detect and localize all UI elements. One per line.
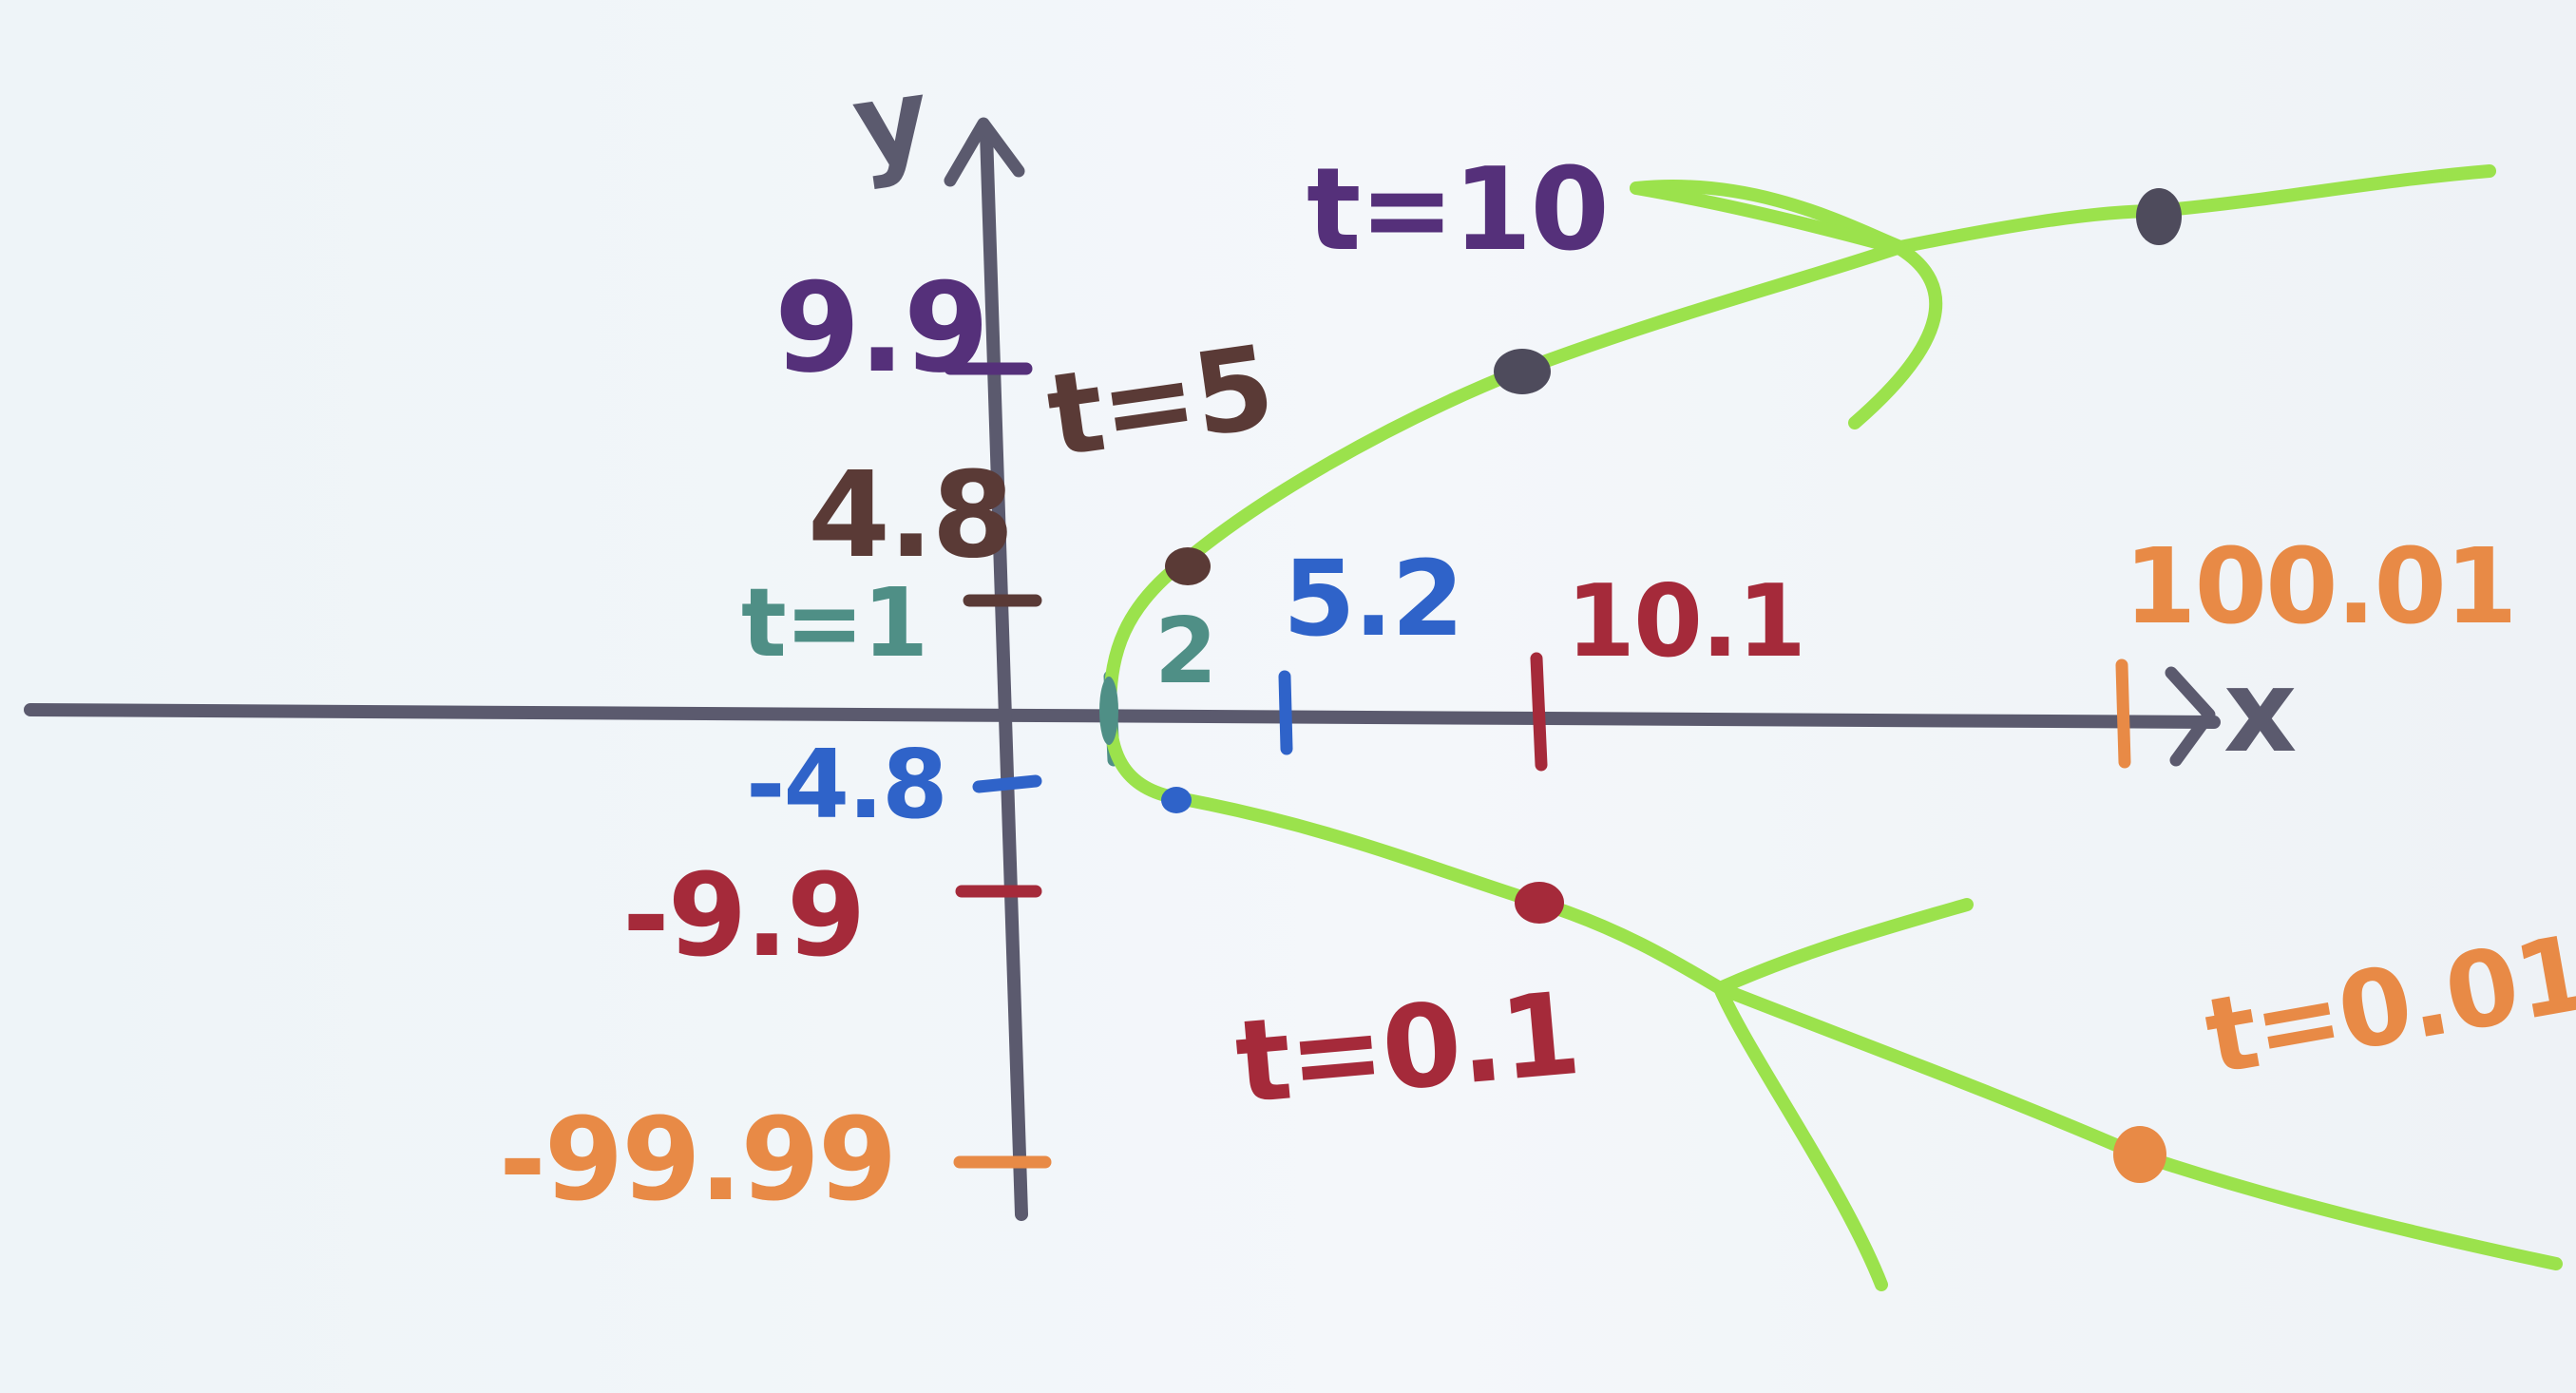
point-t-0.2 [1161,787,1192,813]
curve-points [1099,188,2182,1183]
y-axis-label: y [846,52,937,193]
y-tick-label-9.9: 9.9 [774,256,987,400]
arrow-up-icon [944,117,1025,187]
chevron-arrow-icon [1630,181,1943,429]
point-t-10 [1494,349,1551,394]
y-tick-label-neg-4.8: -4.8 [746,729,946,840]
point-t-10-far [2136,188,2182,245]
t-label-1: t=1 [741,567,926,678]
x-axis-label: x [2223,646,2296,778]
x-tick-label-2: 2 [1154,600,1215,704]
y-tick-label-neg-9.9: -9.9 [622,850,864,983]
chevron-arrow-icon [1713,898,1974,1291]
x-tick-label-100.01: 100.01 [2124,525,2515,647]
point-t-1 [1099,677,1118,745]
t-label-5: t=5 [1040,321,1280,483]
arrow-right-icon [2165,666,2216,767]
point-t-5 [1165,547,1211,585]
x-tick-100.01 [2115,658,2131,769]
x-tick-label-10.1: 10.1 [1566,563,1804,679]
axes [24,126,2221,1221]
y-tick-label-neg-99.99: -99.99 [499,1095,895,1227]
parametric-curve [1102,164,2563,1270]
x-axis-line [24,703,2221,729]
x-tick-10.1 [1530,652,1548,772]
point-t-0.1 [1515,882,1564,924]
y-tick-label-4.8: 4.8 [808,447,1012,584]
t-label-10: t=10 [1307,144,1608,277]
x-tick-label-5.2: 5.2 [1283,538,1462,659]
y-tick-neg-4.8 [972,774,1042,793]
t-label-0.01: t=0.01 [2197,911,2576,1097]
point-t-0.01 [2113,1126,2166,1183]
x-tick-5.2 [1278,670,1293,755]
t-label-0.1: t=0.1 [1231,968,1583,1130]
y-tick-marks [944,362,1052,1169]
y-axis-line [980,126,1028,1221]
